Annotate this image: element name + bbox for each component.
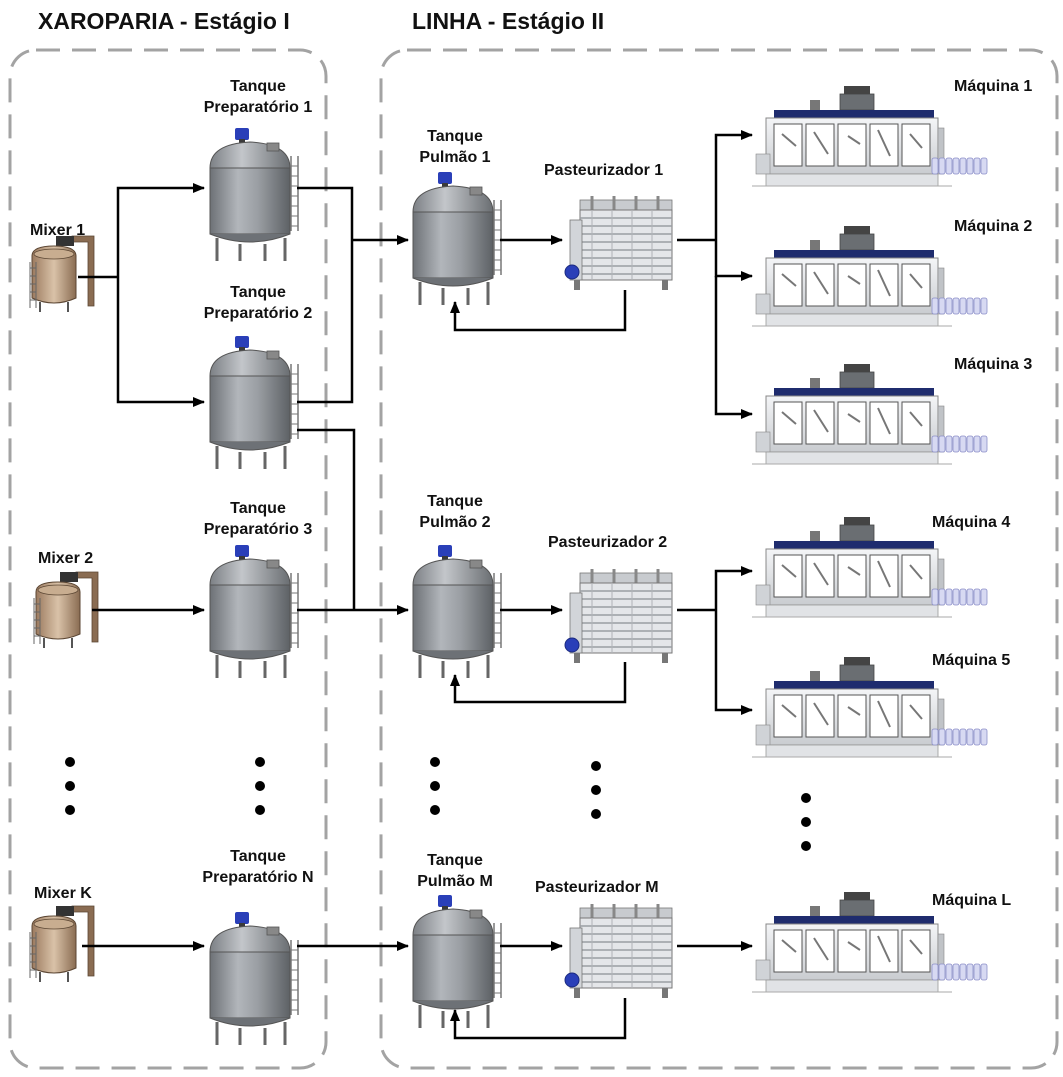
machine-2-label: Máquina 2 [954,216,1032,237]
pasteurizer-1-icon [565,196,672,290]
machine-1-label: Máquina 1 [954,76,1032,97]
buffer-tank-m-icon [413,895,501,1028]
ellipsis-mixers [65,757,75,815]
machine-3-icon [752,364,987,464]
flow-mixer1-to-prep1 [118,188,204,277]
pasteurizer-m-label: Pasteurizador M [535,877,659,898]
prep-tank-3-icon [210,545,298,678]
flow-past1-to-mach2 [716,240,752,276]
buffer-tank-1-icon [413,172,501,305]
machine-1-icon [752,86,987,186]
machine-2-icon [752,226,987,326]
pasteurizer-1-label: Pasteurizador 1 [544,160,663,181]
prep-tank-2-icon [210,336,298,469]
stage1-title: XAROPARIA - Estágio I [38,8,290,35]
flow-past1-to-mach1 [716,135,752,240]
mixer-k-icon [30,906,94,982]
mixer-1-icon [30,236,94,312]
machine-l-label: Máquina L [932,890,1011,911]
machine-5-label: Máquina 5 [932,650,1010,671]
ellipsis-pasteurizers [591,761,601,819]
flow-past2-to-mach4 [716,571,752,610]
pasteurizer-2-label: Pasteurizador 2 [548,532,667,553]
ellipsis-buffer-tanks [430,757,440,815]
ellipsis-machines [801,793,811,851]
machine-3-label: Máquina 3 [954,354,1032,375]
recirc-past2 [455,662,625,702]
recirc-past1 [455,290,625,330]
flow-past2-to-mach5 [716,610,752,710]
machine-5-icon [752,657,987,757]
mixer-k-label: Mixer K [34,883,92,904]
flow-past1-to-mach3 [716,276,752,414]
ellipsis-prep-tanks [255,757,265,815]
pasteurizer-m-icon [565,904,672,998]
prep-tank-1-icon [210,128,298,261]
mixer-1-label: Mixer 1 [30,220,85,241]
stage2-title: LINHA - Estágio II [412,8,604,35]
buffer-tank-2-icon [413,545,501,678]
pasteurizer-2-icon [565,569,672,663]
mixer-2-icon [34,572,98,648]
mixer-2-label: Mixer 2 [38,548,93,569]
prep-tank-n-icon [210,912,298,1045]
machine-4-label: Máquina 4 [932,512,1010,533]
